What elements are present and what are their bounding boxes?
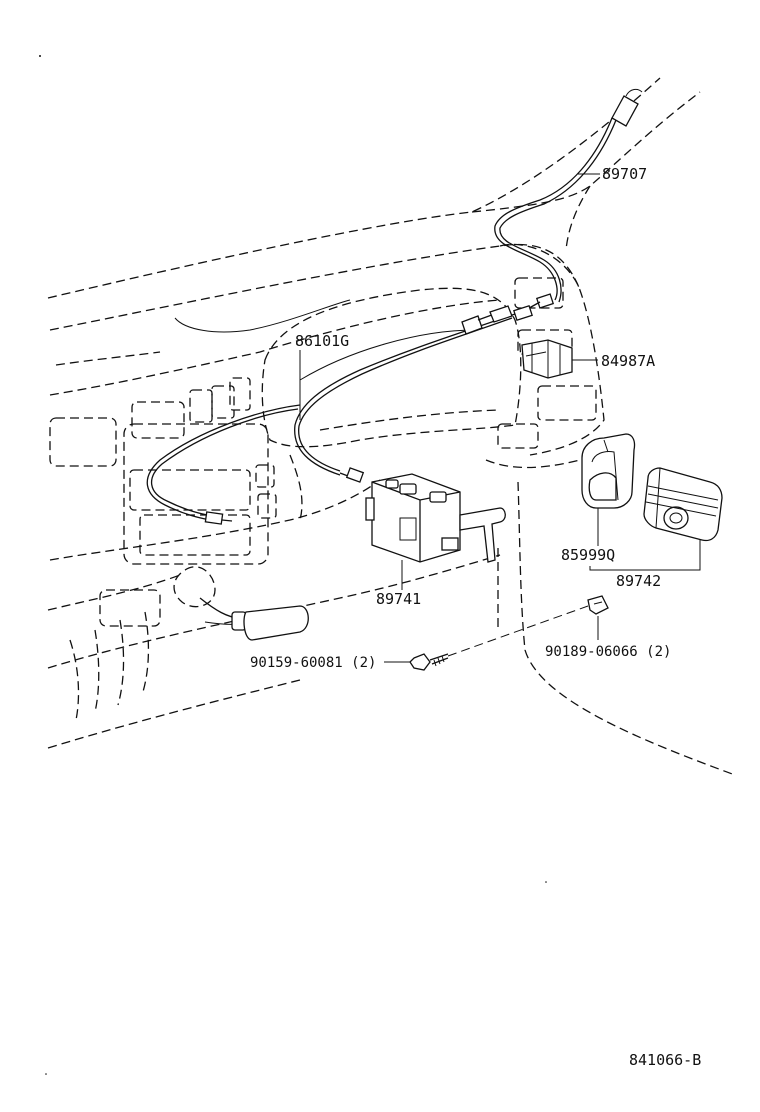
cover-85999Q — [581, 433, 636, 509]
lower-dashboard — [47, 481, 736, 776]
dashboard-top — [49, 243, 581, 396]
label-cable: 86101G — [295, 332, 350, 350]
label-switch: 84987A — [601, 352, 656, 370]
label-bolt: 90159-60081 (2) — [250, 655, 377, 671]
antenna-89707 — [494, 88, 643, 322]
windshield-outline — [47, 77, 701, 299]
label-clip: 90189-06066 (2) — [545, 644, 672, 660]
receiver-89741 — [365, 473, 506, 563]
bolt-90159-60081 — [409, 653, 449, 671]
transmitter-89742 — [643, 467, 723, 542]
label-antenna: 89707 — [602, 165, 648, 183]
label-receiver-unit: 89741 — [376, 590, 422, 608]
clip-90189-06066 — [587, 595, 609, 615]
harness-lower — [199, 597, 309, 641]
label-cover: 85999Q — [561, 546, 616, 564]
switch-84987A — [521, 339, 573, 379]
center-console — [47, 377, 381, 611]
dashboard-right — [485, 243, 605, 469]
figure-code: 841066-B — [629, 1051, 702, 1069]
cable-86101G — [146, 305, 516, 525]
install-line — [447, 605, 589, 657]
leader-lines — [299, 173, 701, 663]
label-transmitter-set: 89742 — [616, 572, 662, 590]
instrument-cluster — [261, 287, 522, 448]
